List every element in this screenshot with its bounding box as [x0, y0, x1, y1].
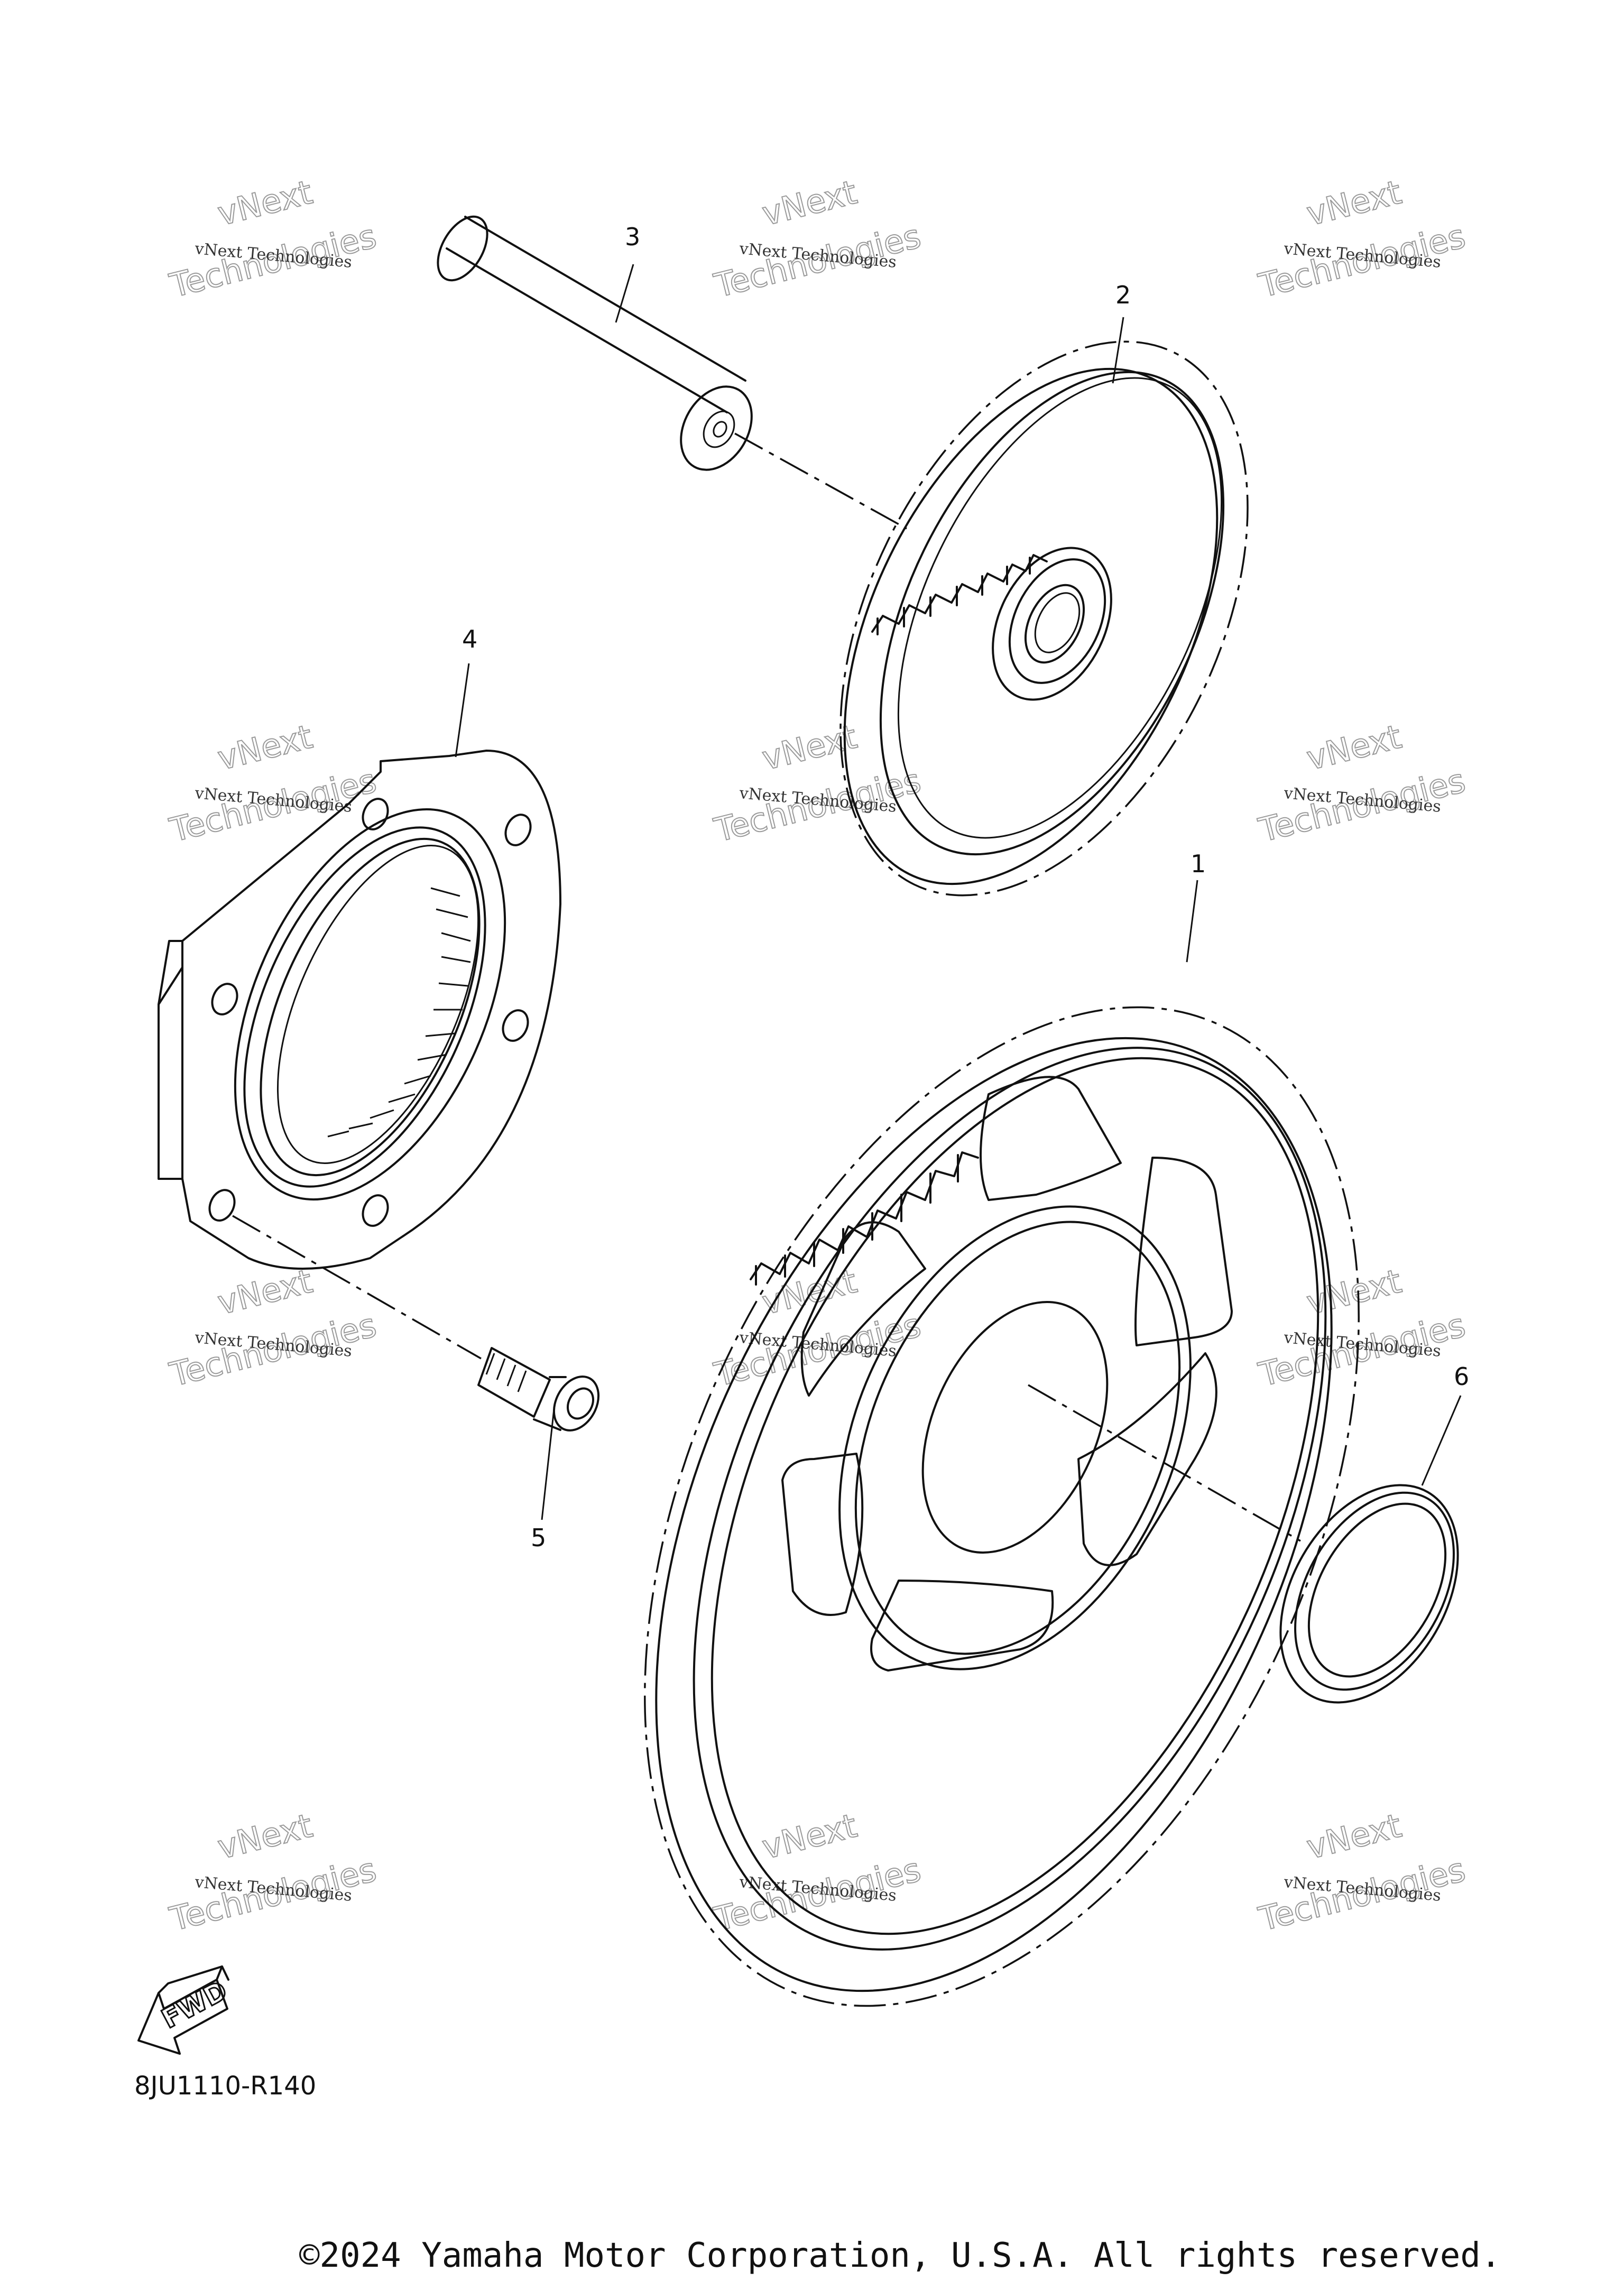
- copyright-notice: ©2024 Yamaha Motor Corporation, U.S.A. A…: [299, 2236, 1501, 2275]
- bolt-centerline: [232, 1215, 482, 1360]
- watermark: vNext Technologies: [710, 717, 925, 851]
- part-4-clutch-housing[interactable]: [158, 750, 561, 1270]
- callout-part-5: 5: [531, 1523, 546, 1552]
- shaft-centerline: [734, 432, 907, 530]
- callout-part-4: 4: [462, 625, 477, 653]
- callout-part-1: 1: [1191, 849, 1206, 878]
- callout-part-6: 6: [1454, 1362, 1469, 1391]
- watermark: vNext Technologies: [710, 1261, 925, 1395]
- part-6-washer[interactable]: [1244, 1454, 1494, 1734]
- part-2-gear[interactable]: [758, 276, 1331, 961]
- watermark-outline-top: vNext: [1303, 717, 1405, 778]
- part-1-wheel-gear[interactable]: [502, 897, 1501, 2116]
- leader-lines: [455, 264, 1462, 1520]
- watermark: vNext Technologies: [710, 172, 925, 306]
- watermark: vNext Technologies: [165, 1261, 381, 1395]
- watermark-outline-top: vNext: [759, 1806, 861, 1867]
- part-5-bolt[interactable]: [477, 1347, 607, 1438]
- watermark-outline-top: vNext: [214, 1806, 316, 1867]
- drawing-code: 8JU1110-R140: [134, 2071, 317, 2101]
- watermark: vNext Technologies: [165, 172, 381, 306]
- watermark: vNext Technologies: [1254, 717, 1470, 851]
- watermark: vNext Technologies: [165, 717, 381, 851]
- part-3-shaft[interactable]: [428, 208, 766, 483]
- callout-part-3: 3: [625, 223, 640, 251]
- watermarks: vNext Technologies vNext Technologies vN…: [165, 172, 1470, 1940]
- watermark-outline-top: vNext: [759, 173, 861, 234]
- fwd-arrow-icon: FWD: [137, 1965, 233, 2055]
- watermark: vNext Technologies: [1254, 1261, 1470, 1395]
- watermark: vNext Technologies: [710, 1806, 925, 1940]
- watermark: vNext Technologies: [1254, 1806, 1470, 1940]
- watermark-outline-top: vNext: [214, 173, 316, 234]
- watermark-outline-top: vNext: [1303, 1806, 1405, 1867]
- watermark: vNext Technologies: [1254, 172, 1470, 306]
- callout-part-2: 2: [1115, 281, 1131, 309]
- watermark: vNext Technologies: [165, 1806, 381, 1940]
- watermark-outline-top: vNext: [214, 1262, 316, 1323]
- watermark-outline-top: vNext: [1303, 173, 1405, 234]
- wheel-centerline: [1028, 1384, 1301, 1542]
- watermark-outline-top: vNext: [214, 717, 316, 778]
